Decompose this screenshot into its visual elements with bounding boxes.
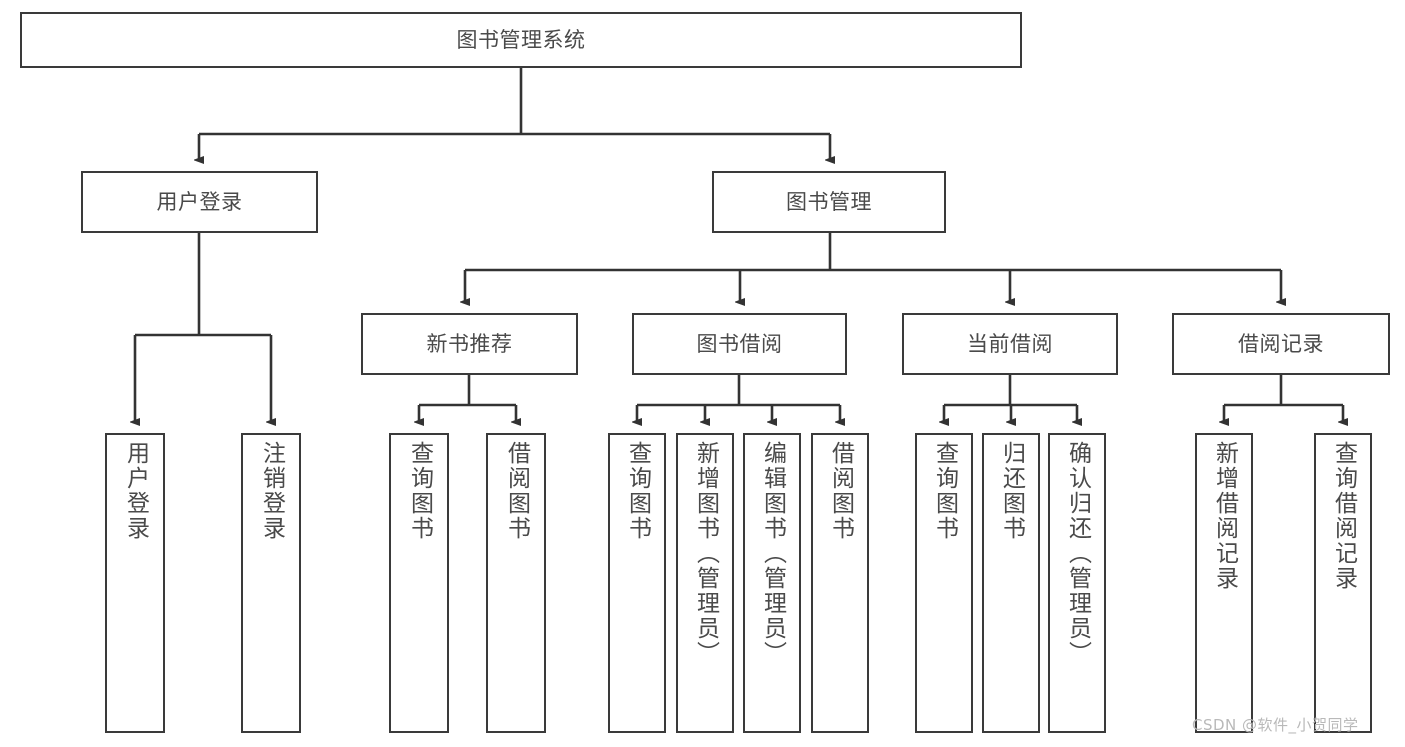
node-borrow-record[interactable]: 借阅记录 <box>1172 313 1390 375</box>
node-root-system[interactable]: 图书管理系统 <box>20 12 1022 68</box>
node-current-borrow[interactable]: 当前借阅 <box>902 313 1118 375</box>
leaf-book-borrow-edit[interactable]: 编辑图书（管理员） <box>743 433 801 733</box>
node-label: 确认归还（管理员） <box>1064 441 1091 666</box>
node-label: 新增图书（管理员） <box>692 441 719 666</box>
leaf-user-login-logout[interactable]: 注销登录 <box>241 433 301 733</box>
node-label: 当前借阅 <box>967 331 1053 356</box>
node-label: 图书管理 <box>786 189 872 214</box>
leaf-borrow-record-query[interactable]: 查询借阅记录 <box>1314 433 1372 733</box>
leaf-borrow-record-add[interactable]: 新增借阅记录 <box>1195 433 1253 733</box>
node-label: 用户登录 <box>122 441 149 541</box>
node-label: 查询图书 <box>406 441 433 541</box>
node-label: 借阅图书 <box>827 441 854 541</box>
node-label: 借阅图书 <box>503 441 530 541</box>
node-label: 查询图书 <box>624 441 651 541</box>
node-label: 借阅记录 <box>1238 331 1324 356</box>
leaf-book-borrow-query[interactable]: 查询图书 <box>608 433 666 733</box>
csdn-watermark: CSDN @软件_小贺同学 <box>1192 716 1359 734</box>
node-label: 编辑图书（管理员） <box>759 441 786 666</box>
leaf-current-borrow-confirm[interactable]: 确认归还（管理员） <box>1048 433 1106 733</box>
leaf-user-login-login[interactable]: 用户登录 <box>105 433 165 733</box>
node-user-login[interactable]: 用户登录 <box>81 171 318 233</box>
leaf-current-borrow-return[interactable]: 归还图书 <box>982 433 1040 733</box>
node-label: 图书管理系统 <box>456 27 586 52</box>
node-new-book-recommend[interactable]: 新书推荐 <box>361 313 578 375</box>
node-label: 图书借阅 <box>696 331 783 356</box>
node-label: 新增借阅记录 <box>1211 441 1238 591</box>
node-book-management[interactable]: 图书管理 <box>712 171 946 233</box>
node-book-borrow[interactable]: 图书借阅 <box>632 313 847 375</box>
node-label: 归还图书 <box>998 441 1025 541</box>
node-label: 注销登录 <box>258 441 285 541</box>
node-label: 用户登录 <box>156 189 243 214</box>
leaf-current-borrow-query[interactable]: 查询图书 <box>915 433 973 733</box>
leaf-new-book-query[interactable]: 查询图书 <box>389 433 449 733</box>
leaf-book-borrow-add[interactable]: 新增图书（管理员） <box>676 433 734 733</box>
node-label: 查询图书 <box>931 441 958 541</box>
node-label: 查询借阅记录 <box>1330 441 1357 591</box>
leaf-book-borrow-borrow[interactable]: 借阅图书 <box>811 433 869 733</box>
node-label: 新书推荐 <box>426 331 513 356</box>
leaf-new-book-borrow[interactable]: 借阅图书 <box>486 433 546 733</box>
